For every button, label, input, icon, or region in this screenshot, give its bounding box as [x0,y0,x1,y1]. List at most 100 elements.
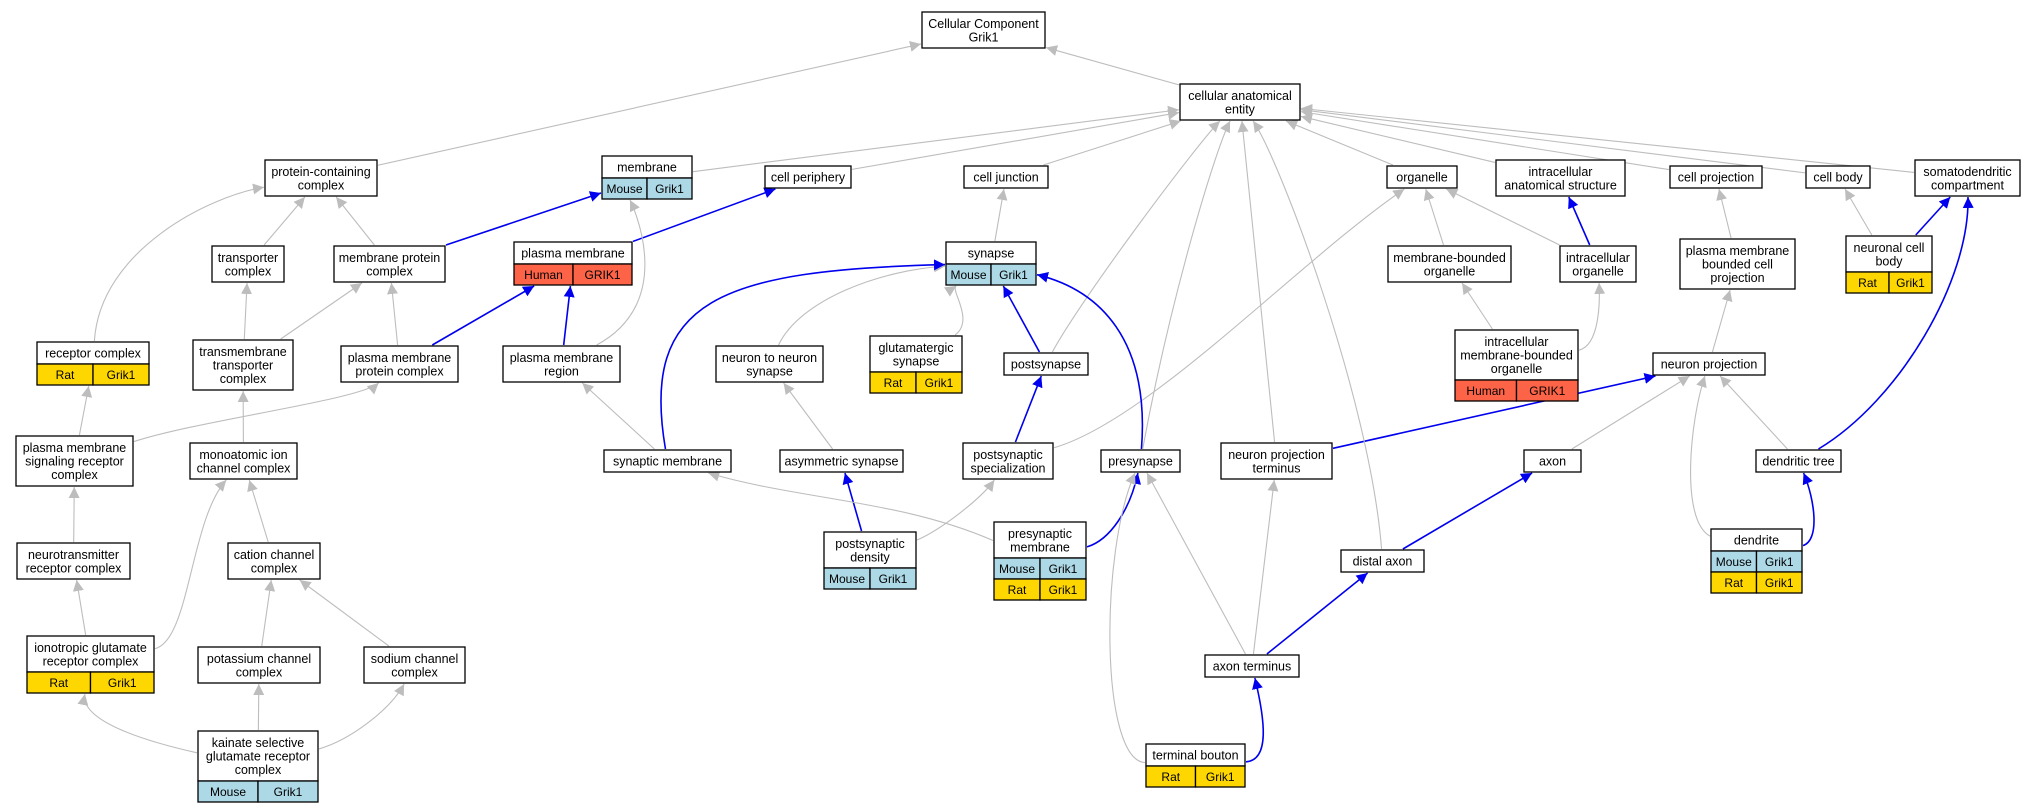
node-intracellular-membrane-bounded-organelle[interactable]: intracellularmembrane-boundedorganelleHu… [1454,329,1579,402]
node-label-line: plasma membrane [1686,244,1790,258]
node-presynapse[interactable]: presynapse [1100,449,1181,473]
node-box [1914,159,2021,197]
node-label-line: bounded cell [1702,258,1773,272]
node-label-line: asymmetric synapse [785,455,899,469]
node-label-line: neuronal cell [1854,241,1925,255]
edge-membrane-bounded-organelle-to-organelle [1423,188,1445,246]
node-label-line: membrane [1010,540,1070,554]
node-label-line: projection [1710,271,1764,285]
node-cell-periphery[interactable]: cell periphery [764,165,852,189]
edge-neuron-to-neuron-synapse-to-synapse [778,261,946,346]
node-box [1454,329,1579,381]
node-label-line: complex [251,561,298,575]
edge-intracellular-membrane-bounded-organelle-to-membrane-bounded-organelle [1461,282,1493,330]
node-box [823,531,917,569]
node-cell-body[interactable]: cell body [1805,165,1871,189]
node-cell-junction[interactable]: cell junction [963,165,1049,189]
node-cell-projection[interactable]: cell projection [1669,165,1763,189]
node-organelle[interactable]: organelle [1386,165,1458,189]
gene-label: Grik1 [925,376,954,390]
node-dendritic-tree[interactable]: dendritic tree [1755,449,1842,473]
node-synaptic-membrane[interactable]: synaptic membrane [603,449,732,473]
edge-transporter-complex-to-protein-containing-complex [263,196,306,246]
node-box [1179,83,1301,121]
node-label-line: somatodendritic [1923,165,2011,179]
species-label: Rat [1008,583,1027,597]
edge-neuron-projection-terminus-to-neuron-projection [1332,373,1656,450]
node-label-line: membrane [617,161,677,175]
edge-axon-terminus-to-distal-axon [1266,572,1369,655]
edge-dendritic-tree-to-neuron-projection [1719,375,1788,450]
node-box [26,635,155,673]
node-label-line: receptor complex [26,561,123,575]
node-label-line: organelle [1491,362,1542,376]
node-postsynapse[interactable]: postsynapse [1003,352,1089,376]
node-distal-axon[interactable]: distal axon [1340,549,1425,573]
node-label-line: organelle [1424,264,1475,278]
gene-cell [915,371,963,394]
node-asymmetric-synapse[interactable]: asymmetric synapse [779,449,904,473]
node-label-line: potassium channel [207,652,311,666]
edge-distal-axon-to-axon [1402,472,1533,550]
node-label-line: sodium channel [371,652,459,666]
edge-membrane-protein-complex-to-protein-containing-complex [335,196,375,246]
node-box [715,345,824,383]
edge-intracellular-organelle-to-organelle [1446,188,1560,246]
node-box [1340,549,1425,573]
edge-ionotropic-glutamate-receptor-complex-to-monoatomic-ion-channel-complex [154,479,227,650]
node-label-line: Grik1 [969,30,999,44]
node-axon-terminus[interactable]: axon terminus [1204,654,1300,678]
edge-glutamatergic-synapse-to-synapse [943,285,964,336]
node-box [1204,654,1300,678]
gene-label: GRIK1 [584,268,620,282]
node-axon[interactable]: axon [1523,449,1582,473]
node-label-line: channel complex [197,461,292,475]
node-label-line: protein-containing [271,165,370,179]
gene-label: Grik1 [999,268,1028,282]
edge-intracellular-anatomical-structure-to-cellular-anatomical-entity [1300,113,1496,164]
edge-potassium-channel-complex-to-cation-channel-complex [261,579,276,647]
node-label-line: complex [391,665,438,679]
node-neuron-projection[interactable]: neuron projection [1652,352,1766,376]
edge-plasma-membrane-protein-complex-to-plasma-membrane [431,285,535,346]
species-label: Human [1466,384,1505,398]
